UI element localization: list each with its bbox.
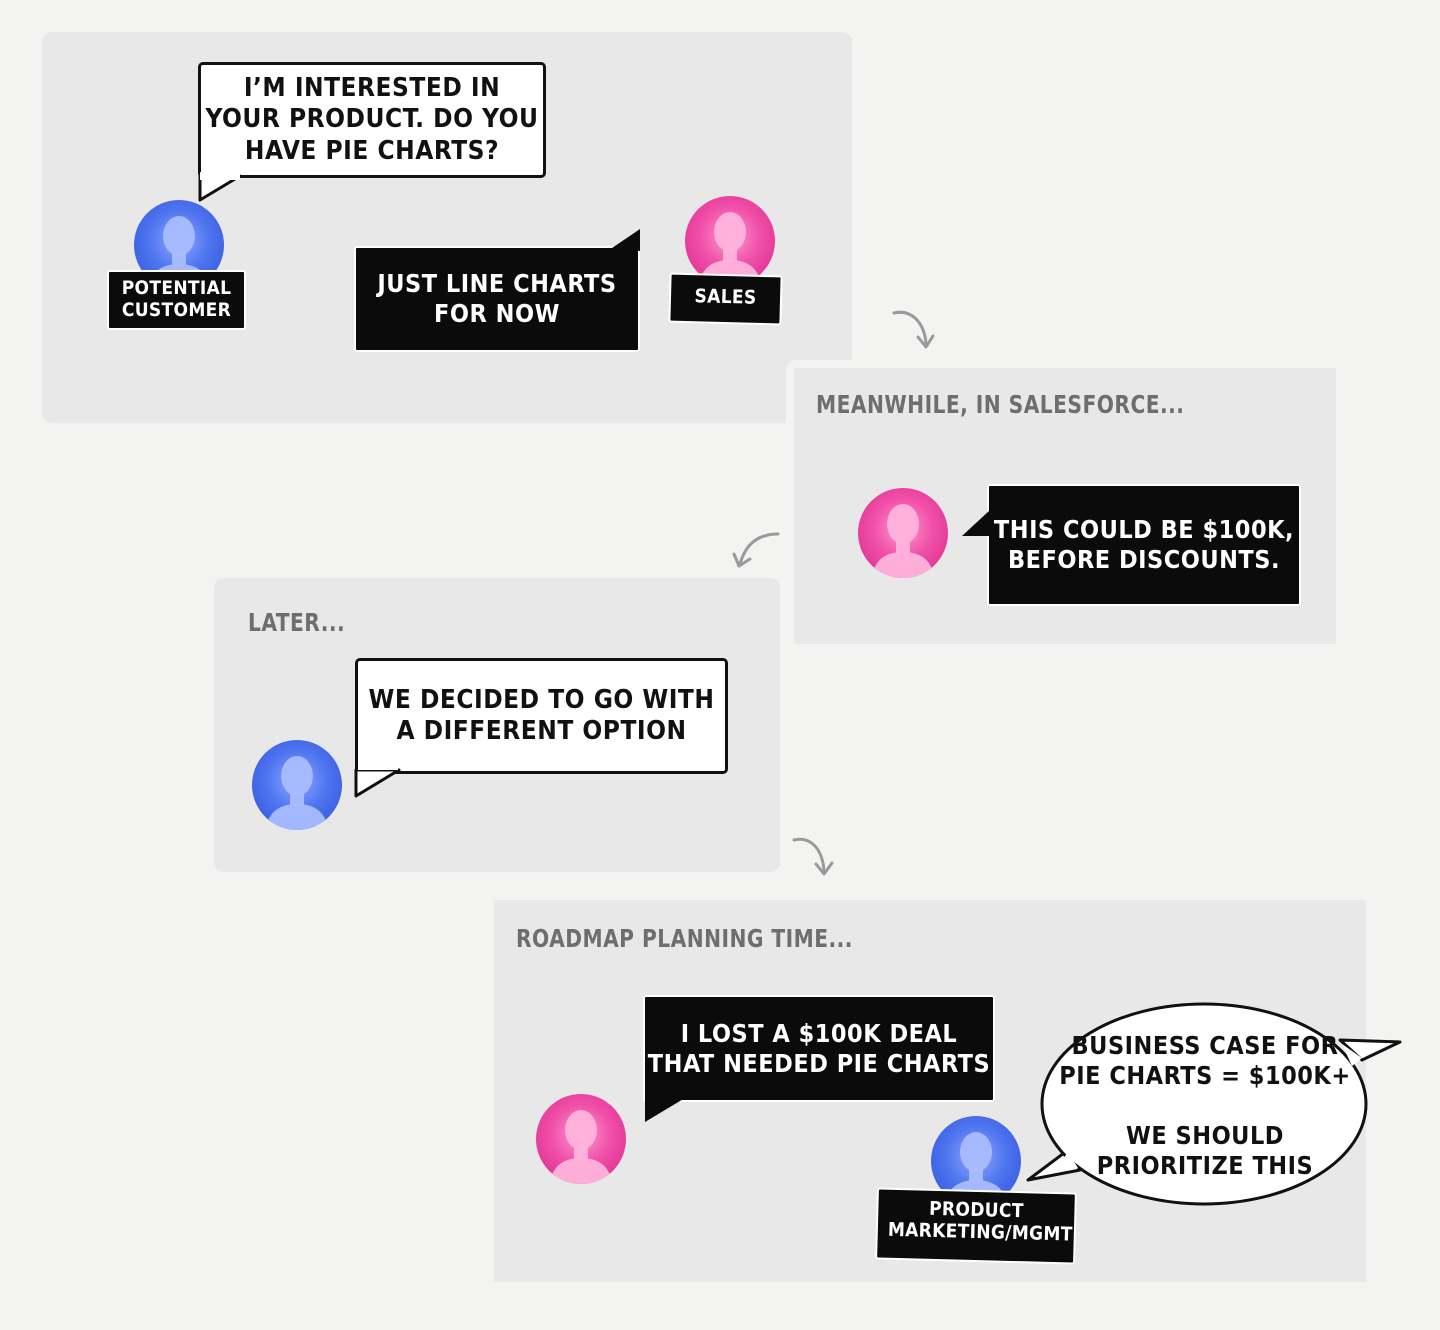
person-silhouette-icon	[872, 504, 934, 578]
sales-avatar	[536, 1094, 626, 1184]
bubble-tail	[962, 510, 990, 536]
curved-arrow-icon	[892, 310, 935, 349]
bubble-tail	[645, 1098, 685, 1122]
pm-speech-bubble: BUSINESS CASE FOR PIE CHARTS = $100K+ WE…	[1050, 1020, 1360, 1192]
sales-name-tag: SALES	[668, 272, 783, 326]
curved-arrow-icon	[792, 837, 834, 876]
sales-speech-bubble: THIS COULD BE $100K, BEFORE DISCOUNTS.	[987, 484, 1301, 606]
customer-speech-text: I’M INTERESTED IN YOUR PRODUCT. DO YOU H…	[205, 73, 539, 166]
sales-speech-text: I LOST A $100K DEAL THAT NEEDED PIE CHAR…	[647, 1018, 991, 1078]
person-silhouette-icon	[266, 756, 328, 830]
panel-caption: ROADMAP PLANNING TIME...	[516, 924, 853, 953]
sales-speech-bubble: I LOST A $100K DEAL THAT NEEDED PIE CHAR…	[643, 995, 995, 1102]
sales-speech-text: THIS COULD BE $100K, BEFORE DISCOUNTS.	[993, 515, 1295, 574]
panel-caption: MEANWHILE, IN SALESFORCE...	[816, 390, 1185, 419]
pm-speech-text: BUSINESS CASE FOR PIE CHARTS = $100K+ WE…	[1059, 1031, 1351, 1180]
sales-avatar	[858, 488, 948, 578]
thought-bubble-shape	[1026, 1002, 1402, 1206]
panel-caption: LATER...	[248, 608, 346, 637]
sales-avatar	[685, 196, 775, 286]
customer-name-tag: POTENTIAL CUSTOMER	[107, 270, 246, 330]
bubble-tail	[612, 229, 640, 251]
customer-avatar	[252, 740, 342, 830]
customer-speech-text: WE DECIDED TO GO WITH A DIFFERENT OPTION	[368, 684, 715, 746]
curved-arrow-icon	[732, 532, 780, 568]
sales-speech-text: JUST LINE CHARTS FOR NOW	[377, 269, 617, 328]
customer-speech-bubble: WE DECIDED TO GO WITH A DIFFERENT OPTION	[355, 658, 728, 774]
sales-speech-bubble: JUST LINE CHARTS FOR NOW	[354, 246, 640, 352]
person-silhouette-icon	[550, 1110, 612, 1184]
bubble-tail	[354, 766, 401, 798]
customer-speech-bubble: I’M INTERESTED IN YOUR PRODUCT. DO YOU H…	[198, 62, 546, 178]
